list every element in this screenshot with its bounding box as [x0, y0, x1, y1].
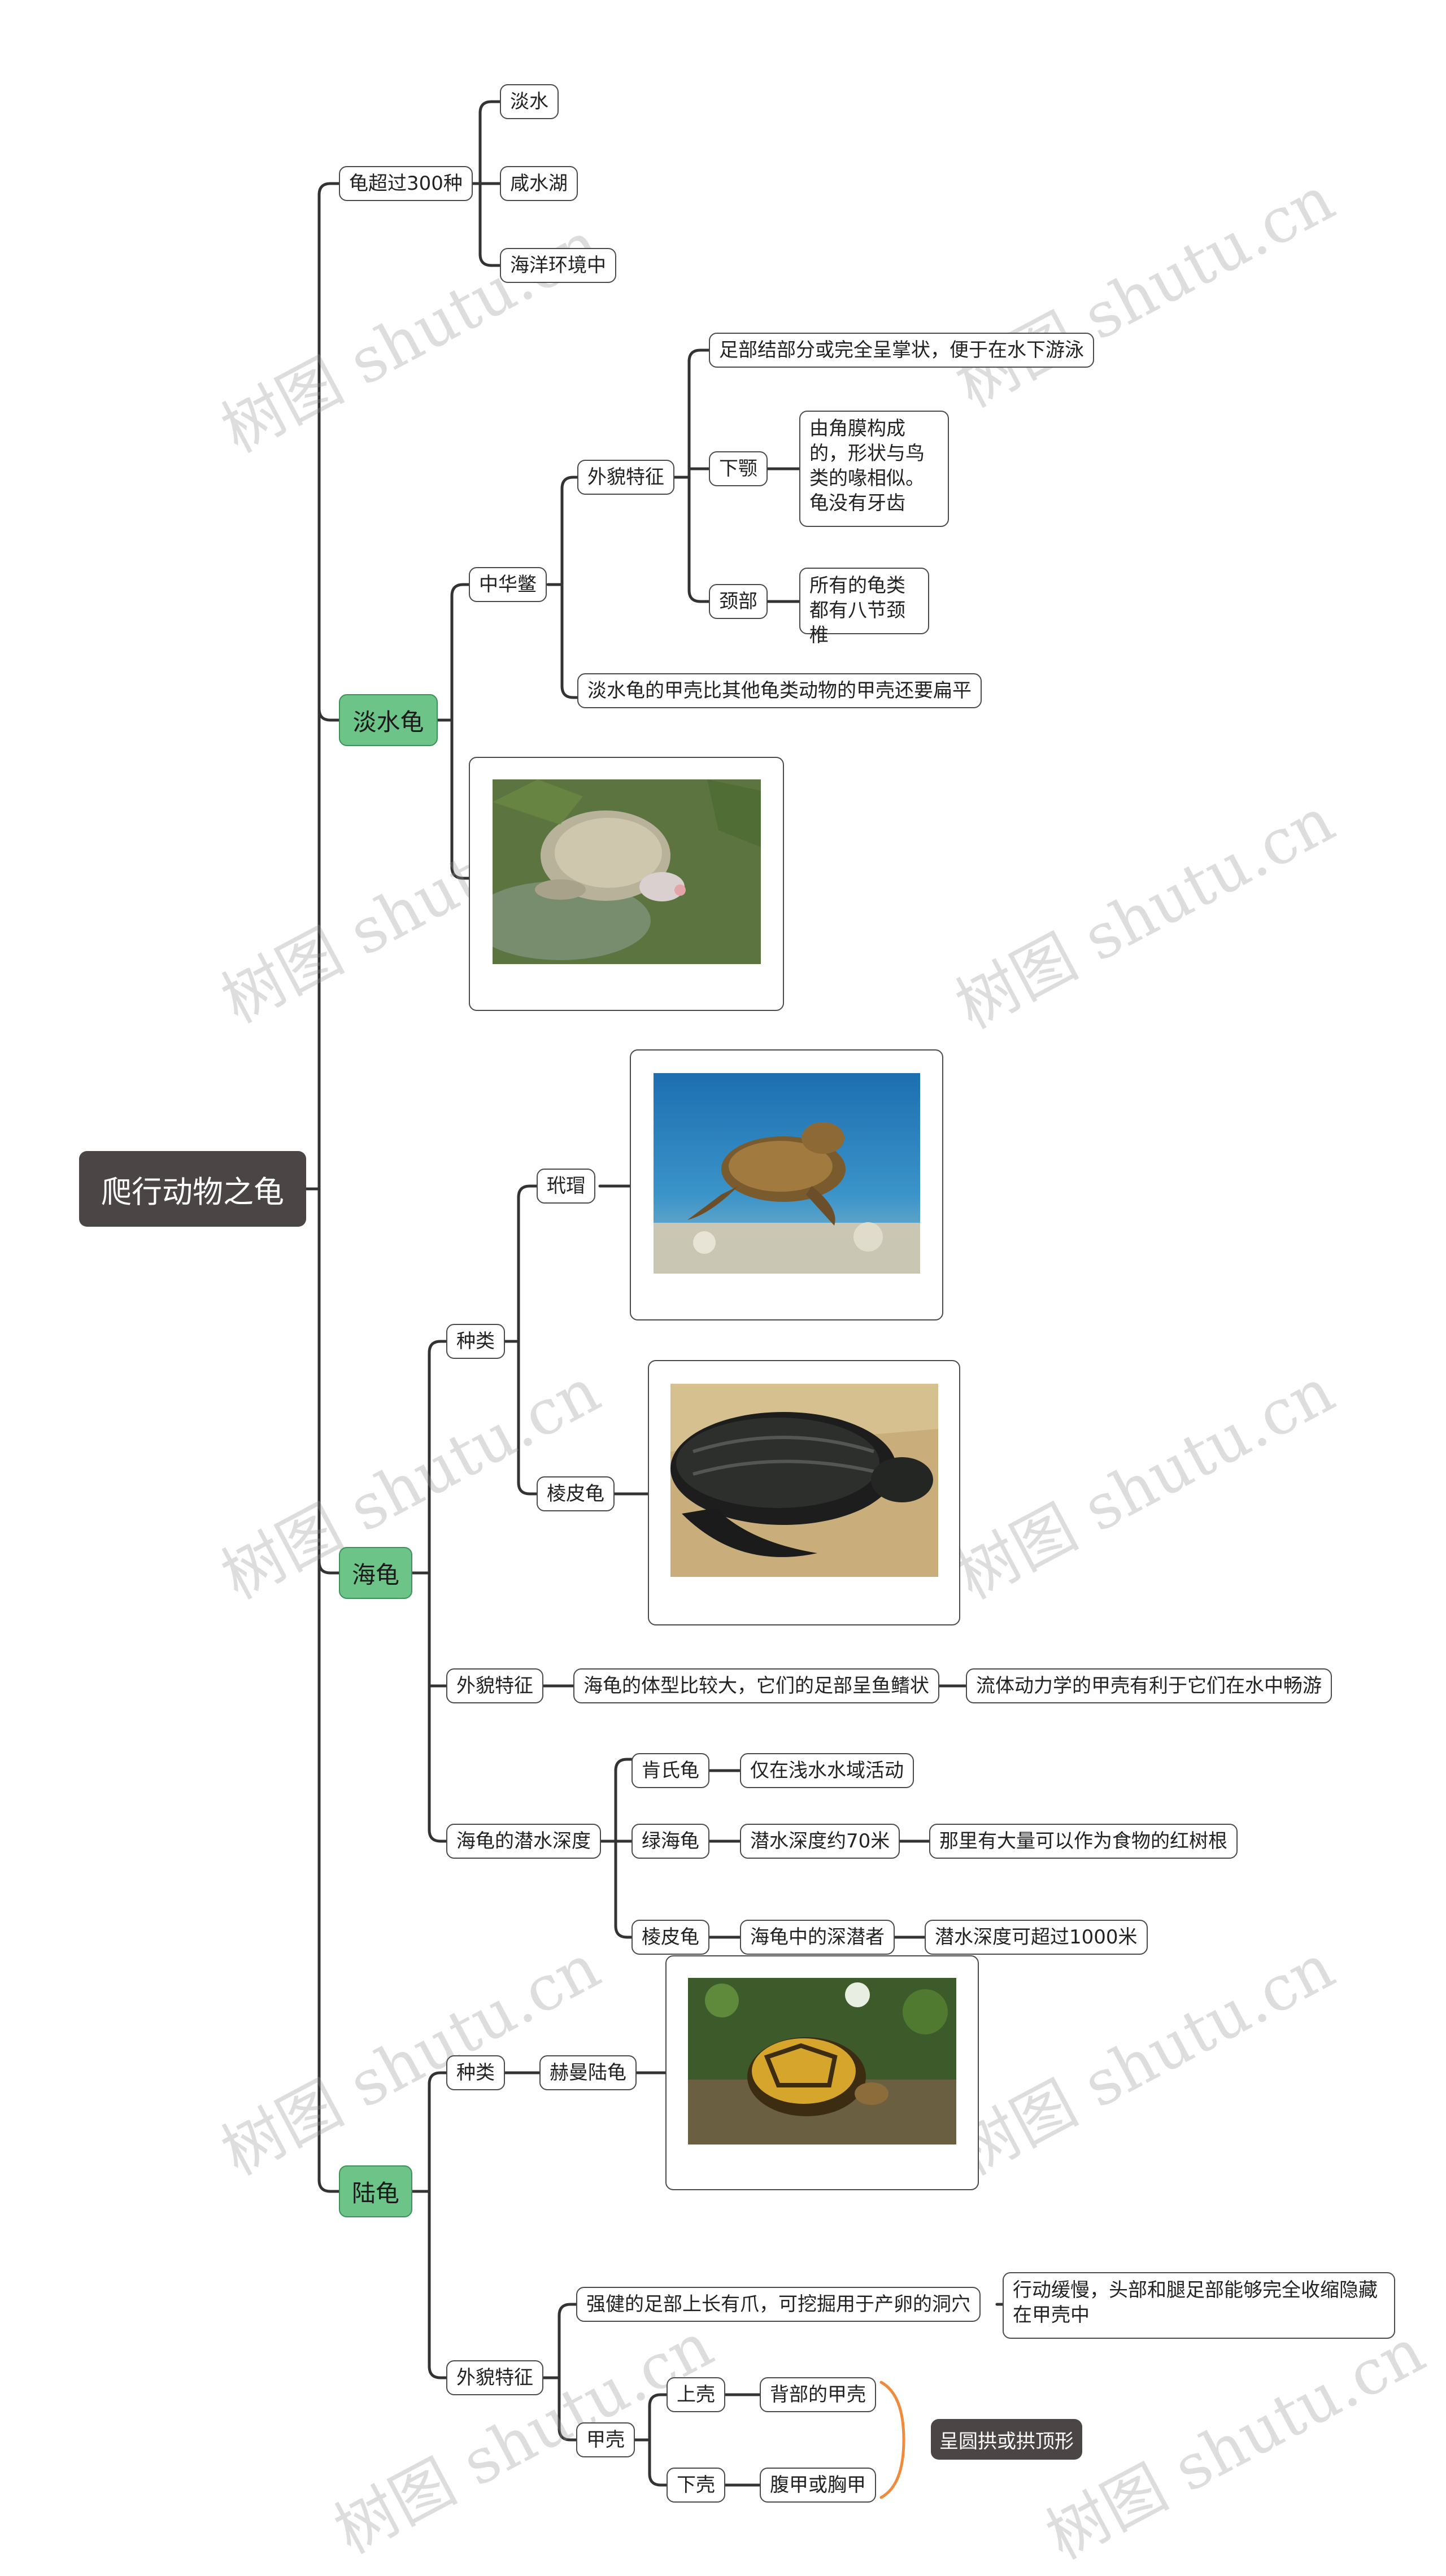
image-card-hawksbill: [630, 1049, 943, 1320]
node-shell-summary[interactable]: 呈圆拱或拱顶形: [931, 2419, 1082, 2460]
image-card-hermann: [665, 1955, 979, 2190]
hawksbill-turtle-image: [654, 1073, 920, 1274]
node-lower-desc[interactable]: 腹甲或胸甲: [760, 2468, 876, 2503]
node-upper-desc[interactable]: 背部的甲壳: [760, 2377, 876, 2412]
node-land-appearance[interactable]: 外貌特征: [446, 2360, 543, 2395]
node-land-feet2[interactable]: 行动缓慢，头部和腿足部能够完全收缩隐藏在甲壳中: [1003, 2272, 1395, 2339]
node-green-turtle[interactable]: 绿海龟: [631, 1824, 709, 1859]
node-chinese-softshell[interactable]: 中华鳖: [469, 567, 547, 602]
node-species-count[interactable]: 龟超过300种: [339, 166, 473, 201]
softshell-turtle-image: [493, 779, 761, 964]
node-upper-shell[interactable]: 上壳: [667, 2377, 725, 2412]
node-sea-types[interactable]: 种类: [446, 1324, 505, 1359]
node-neck[interactable]: 颈部: [709, 584, 768, 619]
node-land-shell[interactable]: 甲壳: [576, 2422, 635, 2457]
node-green-desc1[interactable]: 潜水深度约70米: [740, 1824, 900, 1859]
node-dive-depth[interactable]: 海龟的潜水深度: [446, 1824, 601, 1859]
node-sea-app1[interactable]: 海龟的体型比较大，它们的足部呈鱼鳍状: [573, 1668, 939, 1703]
node-ocean-env[interactable]: 海洋环境中: [500, 248, 616, 283]
node-green-desc2[interactable]: 那里有大量可以作为食物的红树根: [929, 1824, 1238, 1859]
node-feet[interactable]: 足部结部分或完全呈掌状，便于在水下游泳: [709, 333, 1094, 368]
node-jaw[interactable]: 下颚: [709, 451, 768, 486]
node-hawksbill[interactable]: 玳瑁: [537, 1169, 595, 1204]
leatherback-turtle-image: [670, 1384, 938, 1577]
node-land-types[interactable]: 种类: [446, 2055, 505, 2090]
node-land-feet[interactable]: 强健的足部上长有爪，可挖掘用于产卵的洞穴: [576, 2287, 981, 2322]
image-card-leatherback: [648, 1360, 960, 1625]
node-sea-app2[interactable]: 流体动力学的甲壳有利于它们在水中畅游: [966, 1668, 1332, 1703]
node-hermann[interactable]: 赫曼陆龟: [539, 2055, 637, 2090]
node-saltlake-env[interactable]: 咸水湖: [500, 166, 578, 201]
image-card-softshell: [469, 757, 784, 1011]
node-kemp-desc[interactable]: 仅在浅水水域活动: [740, 1753, 914, 1788]
hermann-tortoise-image: [688, 1978, 956, 2145]
node-leatherback[interactable]: 棱皮龟: [537, 1476, 615, 1511]
node-jaw-desc[interactable]: 由角膜构成的，形状与鸟类的喙相似。龟没有牙齿: [799, 411, 949, 527]
node-lower-shell[interactable]: 下壳: [667, 2468, 725, 2503]
node-sea-turtle[interactable]: 海龟: [339, 1547, 412, 1599]
node-leather-desc1[interactable]: 海龟中的深潜者: [740, 1920, 895, 1955]
node-freshwater-turtle[interactable]: 淡水龟: [339, 694, 438, 746]
node-leather-desc2[interactable]: 潜水深度可超过1000米: [925, 1920, 1148, 1955]
node-neck-desc[interactable]: 所有的龟类都有八节颈椎: [799, 568, 929, 647]
node-appearance[interactable]: 外貌特征: [577, 460, 674, 495]
node-freshwater-env[interactable]: 淡水: [500, 84, 559, 119]
root-node[interactable]: 爬行动物之龟: [79, 1151, 306, 1227]
node-sea-appearance[interactable]: 外貌特征: [446, 1668, 543, 1703]
node-kemp[interactable]: 肯氏龟: [631, 1753, 709, 1788]
node-land-tortoise[interactable]: 陆龟: [339, 2165, 412, 2217]
node-leather-depth[interactable]: 棱皮龟: [631, 1920, 709, 1955]
node-shell-flat[interactable]: 淡水龟的甲壳比其他龟类动物的甲壳还要扁平: [577, 673, 982, 708]
